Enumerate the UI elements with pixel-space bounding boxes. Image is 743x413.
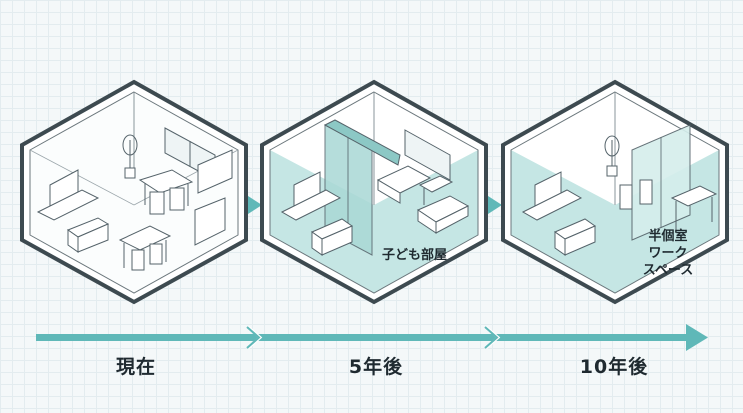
bed-icon	[376, 165, 470, 234]
tv-icon	[36, 169, 100, 221]
desk-icon	[670, 185, 718, 230]
stage-arrow-2	[488, 196, 502, 214]
plant-icon	[604, 135, 620, 177]
sofa-icon	[553, 218, 597, 256]
work-space-label: 半個室 ワーク スペース	[636, 228, 700, 279]
room-current	[20, 79, 248, 305]
timeline-arrow	[36, 324, 708, 351]
room-10-years	[501, 79, 729, 305]
kids-room-label: 子ども部屋	[382, 248, 448, 263]
dining-table-icon	[138, 169, 194, 215]
desk-icon	[418, 175, 454, 205]
stage-label-current: 現在	[115, 356, 156, 378]
work-space-label-line-3: スペース	[642, 263, 694, 278]
sofa-icon	[310, 218, 354, 256]
stage-label-10-years: 10年後	[579, 356, 649, 378]
stage-arrow-1	[248, 196, 262, 214]
room-5-years	[260, 79, 488, 305]
work-space-label-line-2: ワーク	[648, 246, 688, 261]
stage-label-5-years: 5年後	[348, 356, 404, 378]
plant-icon	[122, 134, 138, 179]
work-space-label-line-1: 半個室	[648, 229, 688, 244]
sofa-icon	[66, 217, 110, 253]
